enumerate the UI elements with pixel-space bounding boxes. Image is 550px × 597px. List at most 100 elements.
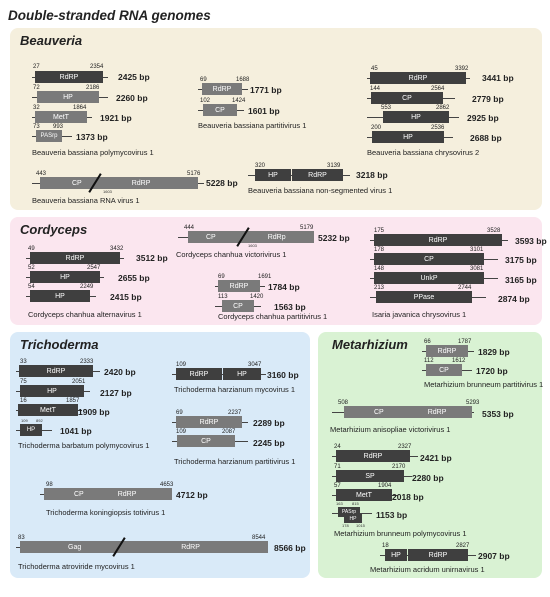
segment-length: 1373 bp: [76, 132, 108, 142]
orf-start: 102: [200, 98, 211, 104]
segment-length: 1153 bp: [376, 510, 408, 520]
segment-length: 1921 bp: [100, 113, 132, 123]
segment-length: 2127 bp: [100, 388, 132, 398]
orf-start: 98: [46, 482, 53, 488]
orf-label: CP: [72, 179, 82, 187]
orf-start: 200: [371, 125, 382, 131]
orf-end: 1612: [452, 358, 466, 364]
orf-label: CP: [74, 490, 84, 498]
orf-hp: HP: [30, 271, 100, 283]
orf-end: 2327: [398, 444, 412, 450]
orf-start: 178: [342, 523, 349, 528]
segment-length: 1601 bp: [248, 106, 280, 116]
segment-length: 4712 bp: [176, 490, 208, 500]
orf-end: 1688: [236, 77, 250, 83]
orf-start: 163: [336, 501, 343, 506]
virus-name: Metarhizium anisopliae victorivirus 1: [330, 425, 451, 434]
segment-length: 3160 bp: [267, 370, 299, 380]
orf-start: 444: [184, 225, 195, 231]
segment-length: 8566 bp: [274, 543, 306, 553]
orf-end: 3528: [487, 228, 501, 234]
orf-end: 3392: [455, 66, 469, 72]
orf-start: 320: [255, 163, 266, 169]
orf-hp: HP: [372, 131, 444, 143]
orf-start: 69: [218, 274, 225, 280]
orf-end: 5179: [300, 225, 314, 231]
orf-start: 83: [18, 535, 25, 541]
segment-length: 1771 bp: [250, 85, 282, 95]
orf-end: 3139: [327, 163, 341, 169]
orf-end: 2827: [456, 543, 470, 549]
orf-start: 553: [381, 105, 392, 111]
orf-start: 33: [20, 359, 27, 365]
orf-start: 443: [36, 171, 47, 177]
orf-rdrp: RdRP: [35, 71, 103, 83]
orf-pasrp: PASrp: [36, 130, 62, 142]
orf-cp-rdrp: CP RdRP: [44, 488, 172, 500]
segment-length: 3512 bp: [136, 253, 168, 263]
segment-length: 5353 bp: [482, 409, 514, 419]
segment-length: 1784 bp: [268, 282, 300, 292]
orf-rdrp: RdRP: [426, 345, 468, 357]
segment-length: 1041 bp: [60, 426, 92, 436]
segment-length: 1563 bp: [274, 302, 306, 312]
segment-length: 3165 bp: [505, 275, 537, 285]
orf-start: 175: [374, 228, 385, 234]
segment-length: 2907 bp: [478, 551, 510, 561]
orf-end: 3081: [470, 266, 484, 272]
virus-name: Cordyceps chanhua partitivirus 1: [218, 312, 328, 321]
orf-cp-rdrp: CP RdRP: [40, 177, 198, 189]
orf-label: RdRP: [181, 543, 200, 551]
segment-length: 2425 bp: [118, 72, 150, 82]
segment-length: 3593 bp: [515, 236, 547, 246]
orf-end: 2237: [228, 410, 242, 416]
orf-label: CP: [206, 233, 216, 241]
orf-start: 75: [20, 379, 27, 385]
segment-length: 2779 bp: [472, 94, 504, 104]
trichoderma-panel-title: Trichoderma: [20, 337, 99, 352]
orf-end: 1857: [66, 398, 80, 404]
orf-rdrp: RdRP: [292, 169, 343, 181]
orf-start: 148: [374, 266, 385, 272]
segment-length: 1909 bp: [78, 407, 110, 417]
segment-length: 3218 bp: [356, 170, 388, 180]
segment-length: 2415 bp: [110, 292, 142, 302]
segment-length: 2421 bp: [420, 453, 452, 463]
virus-name: Trichoderma harzianum mycovirus 1: [174, 385, 296, 394]
orf-end: 2186: [86, 85, 100, 91]
virus-name: Metarhizium brunneum polymycovirus 1: [334, 529, 467, 538]
orf-cp-rdrp: CP RdRP: [344, 406, 472, 418]
metarhizium-panel-title: Metarhizium: [332, 337, 408, 352]
orf-end: 892: [36, 418, 43, 423]
segment-length: 2655 bp: [118, 273, 150, 283]
orf-hp: HP: [20, 424, 42, 436]
virus-name: Beauveria bassiana polymycovirus 1: [32, 148, 154, 157]
orf-end: 1424: [232, 98, 246, 104]
orf-end: 1691: [258, 274, 272, 280]
segment-length: 3175 bp: [505, 255, 537, 265]
virus-name: Beauveria bassiana non-segmented virus 1: [248, 186, 393, 195]
orf-mett: MetT: [18, 404, 78, 416]
orf-end: 815: [352, 501, 359, 506]
orf-start: 72: [33, 85, 40, 91]
orf-start: 16: [20, 398, 27, 404]
segment-length: 2245 bp: [253, 438, 285, 448]
orf-hp: HP: [383, 111, 449, 123]
orf-end: 2547: [87, 265, 101, 271]
orf-end: 2354: [90, 64, 104, 70]
virus-name: Cordyceps chanhua victorivirus 1: [176, 250, 287, 259]
orf-rdrp: RdRP: [218, 280, 260, 292]
orf-end: 4653: [160, 482, 174, 488]
virus-name: Trichoderma atroviride mycovirus 1: [18, 562, 135, 571]
orf-end: 2862: [436, 105, 450, 111]
orf-start: 57: [334, 483, 341, 489]
orf-end: 2249: [80, 284, 94, 290]
orf-start: 109: [176, 429, 187, 435]
orf-gag-rdrp: Gag RdRP: [20, 541, 268, 553]
frameshift-position: 1603: [248, 243, 257, 248]
virus-name: Metarhizium acridum unirnavirus 1: [370, 565, 485, 574]
orf-cp: CP: [222, 300, 254, 312]
virus-name: Cordyceps chanhua alternavirus 1: [28, 310, 142, 319]
virus-name: Trichoderma harzianum partitivirus 1: [174, 457, 296, 466]
orf-end: 5293: [466, 400, 480, 406]
